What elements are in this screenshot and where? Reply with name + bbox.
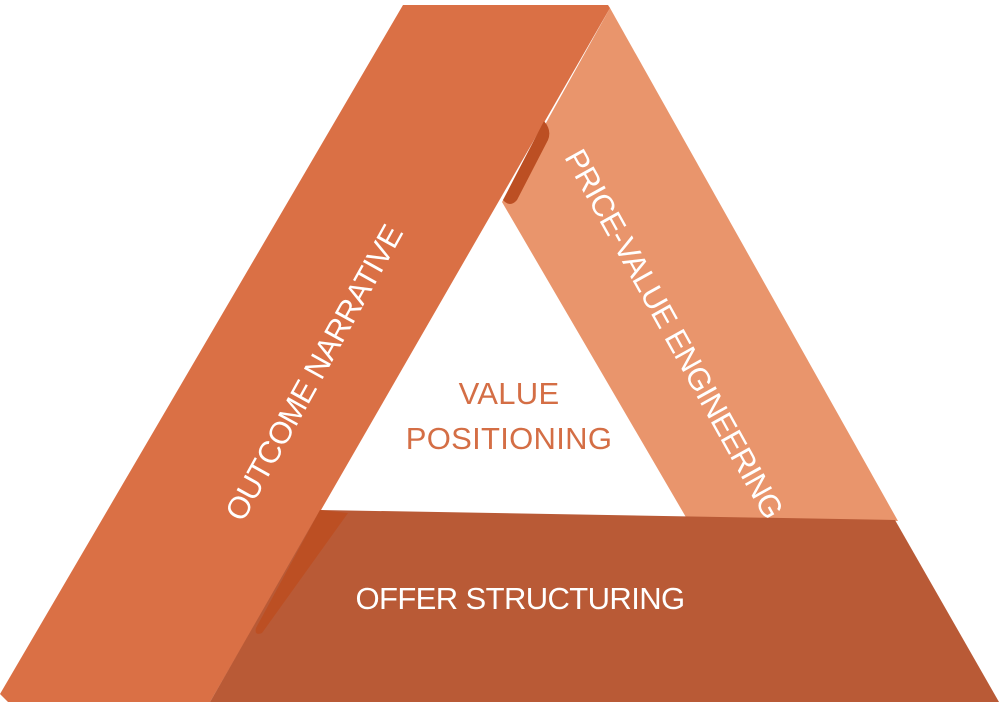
right-band xyxy=(502,8,898,521)
center-title-line-1: VALUE xyxy=(459,376,560,411)
bottom-band xyxy=(210,510,999,702)
center-title-line-2: POSITIONING xyxy=(406,421,613,456)
offer-structuring-label: OFFER STRUCTURING xyxy=(355,581,684,616)
left-band xyxy=(0,5,610,702)
bottom-fold-shadow xyxy=(255,510,348,634)
top-fold-shadow xyxy=(503,121,550,204)
